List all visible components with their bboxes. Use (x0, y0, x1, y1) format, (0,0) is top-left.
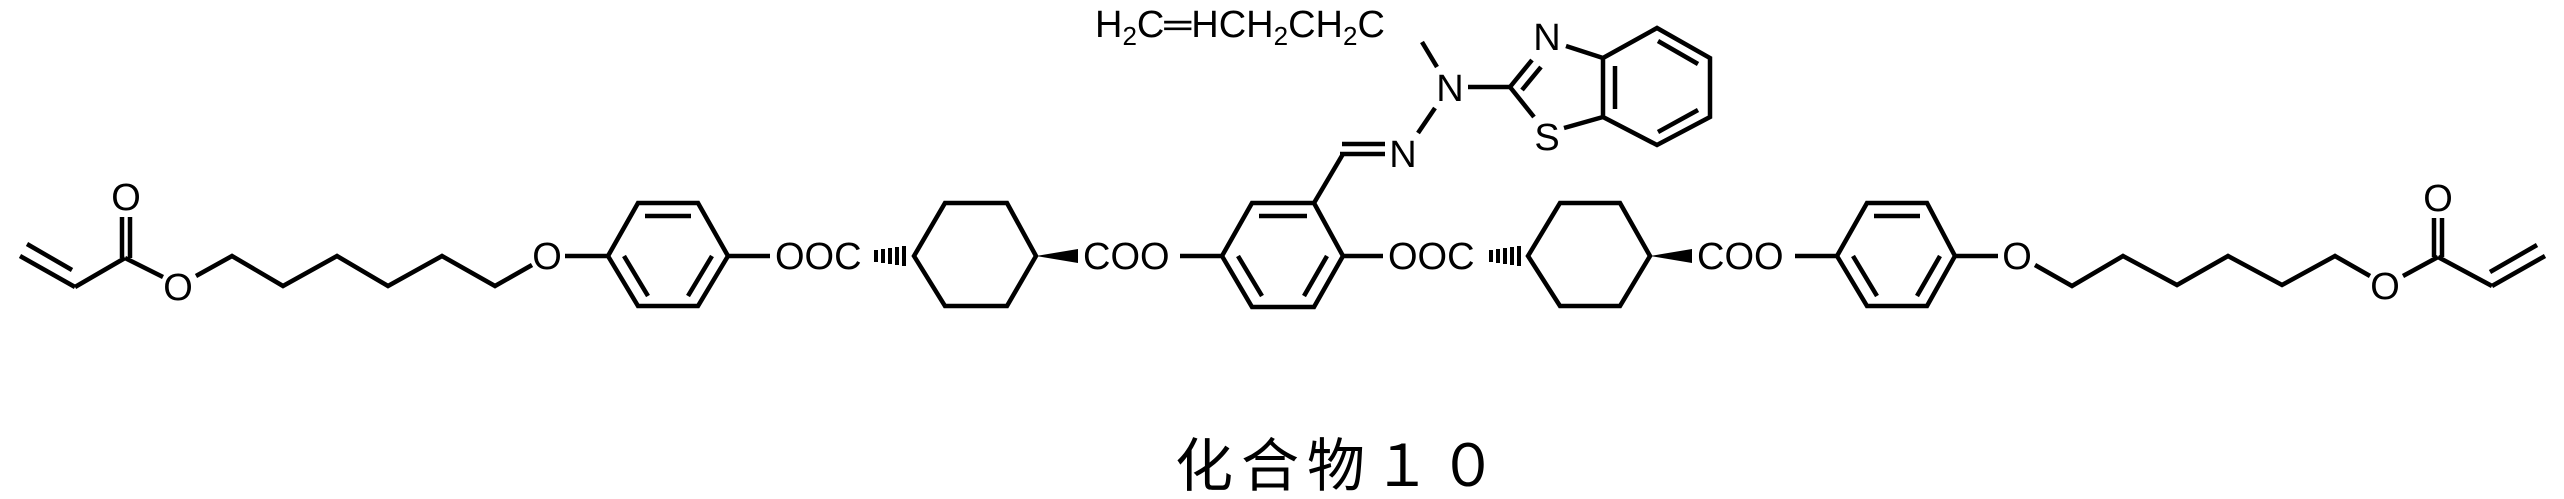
right-benzene-ring (1834, 200, 1958, 309)
left-ooc-label: OOC (775, 236, 862, 278)
butenyl-chain-label: H2C═HCH2CH2C (1095, 4, 1385, 51)
thiazole-nitrogen-label: N (1533, 17, 1560, 59)
right-solid-wedge (1650, 249, 1692, 263)
right-hashed-wedge (1489, 246, 1521, 266)
right-hexyl-chain (2033, 253, 2372, 289)
center-ooc-label: OOC (1388, 236, 1475, 278)
right-ester-oxygen-label: O (2370, 266, 2400, 308)
imine-nitrogen-label: N (1389, 134, 1416, 176)
hydrazine-nitrogen-label: N (1436, 68, 1463, 110)
carbonyl-oxygen-label: O (111, 177, 141, 219)
right-ether-oxygen-label: O (2002, 236, 2032, 278)
thiazole-sulfur-label: S (1534, 117, 1559, 159)
right-carbonyl-oxygen-label: O (2423, 178, 2453, 220)
central-benzene-ring (1219, 200, 1346, 310)
left-hexyl-chain (194, 253, 534, 289)
left-cyclohexane-ring (911, 200, 1039, 309)
compound-caption: 化合物１０ (1175, 432, 1505, 499)
right-acrylate-group: O (2401, 178, 2547, 288)
right-cyclohexane-ring (1525, 200, 1653, 309)
left-benzene-ring (605, 200, 731, 309)
left-solid-wedge (1036, 249, 1078, 263)
right-coo-label: COO (1697, 236, 1784, 278)
left-hashed-wedge (874, 246, 906, 266)
left-coo-label: COO (1083, 236, 1170, 278)
ester-oxygen-label: O (163, 267, 193, 309)
left-ether-oxygen-label: O (532, 236, 562, 278)
benzothiazole-group: N S (1468, 17, 1713, 159)
left-acrylate-group: O O (18, 177, 193, 309)
